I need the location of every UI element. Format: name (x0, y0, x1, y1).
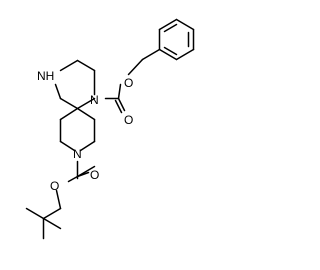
bond (42, 217, 62, 230)
bonds (25, 18, 195, 240)
bond (127, 58, 144, 76)
bond (67, 175, 79, 183)
bond (117, 83, 122, 100)
bond (141, 48, 161, 61)
bond (54, 83, 62, 100)
bond (175, 48, 195, 61)
atom-o-ester-boc: O (50, 179, 59, 193)
bond (117, 97, 126, 112)
atom-o-ester-cbz: O (124, 76, 133, 90)
bond (59, 140, 76, 152)
bond (76, 59, 96, 72)
bond (114, 99, 123, 114)
bond (59, 59, 79, 72)
bond (76, 165, 96, 178)
atom-labels: NH N O O N O O (37, 69, 133, 193)
molecule-structure: NH N O O N O O (25, 18, 195, 240)
bond (163, 46, 178, 56)
bond (76, 97, 96, 110)
atom-nh: NH (37, 69, 54, 83)
bond (79, 140, 96, 152)
bond (59, 97, 79, 110)
bond (25, 207, 45, 220)
atom-o-carbonyl-boc: O (90, 168, 99, 182)
bond (59, 107, 79, 121)
bond (76, 107, 96, 121)
atom-n-piperidine: N (73, 147, 82, 161)
bond (55, 189, 62, 210)
bond (42, 207, 62, 220)
atom-n1: N (90, 93, 99, 107)
bond (158, 18, 178, 31)
atom-o-carbonyl-cbz: O (124, 113, 133, 127)
bond (158, 48, 178, 61)
bond (175, 18, 195, 31)
bond (163, 23, 178, 33)
